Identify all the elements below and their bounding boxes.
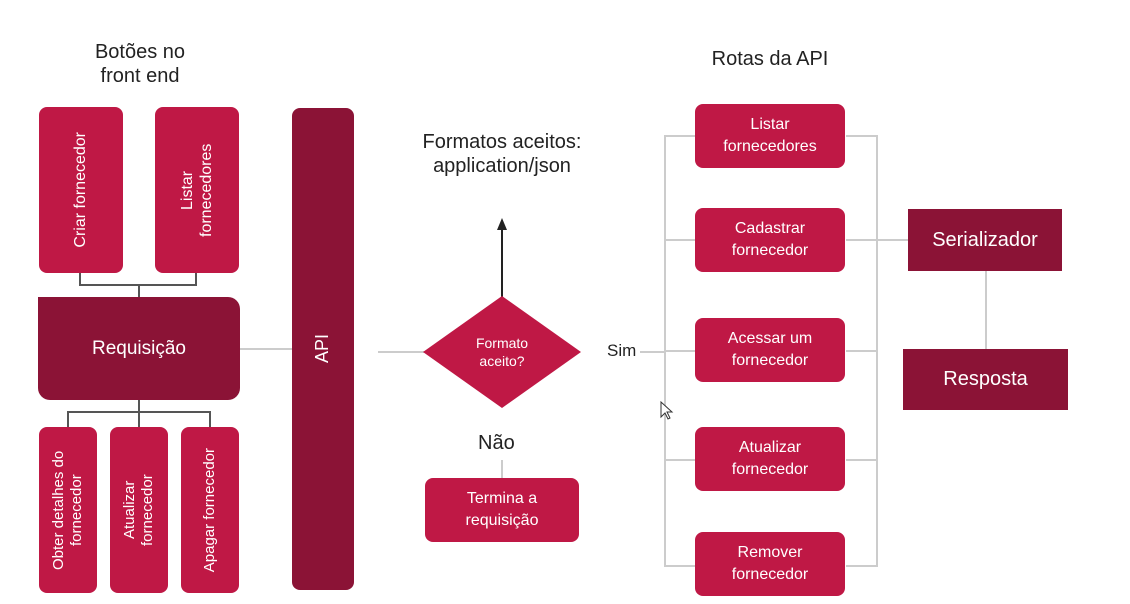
route-get-supplier-label: Acessar um fornecedor bbox=[727, 330, 813, 369]
connector bbox=[240, 348, 292, 350]
route-create-supplier-label: Cadastrar fornecedor bbox=[731, 220, 809, 259]
connector bbox=[67, 411, 69, 427]
connector bbox=[985, 271, 987, 349]
connector bbox=[501, 460, 503, 478]
route-list-suppliers-label: Listar fornecedores bbox=[723, 116, 817, 155]
routes-heading: Rotas da API bbox=[711, 48, 829, 70]
delete-supplier-label: Apagar fornecedor bbox=[201, 447, 218, 573]
formats-heading: Formatos aceitos: application/json bbox=[422, 131, 582, 177]
connector bbox=[195, 273, 197, 285]
connector bbox=[664, 459, 696, 461]
connector bbox=[664, 565, 696, 567]
get-supplier-details-button[interactable]: Obter detalhes do fornecedor bbox=[39, 427, 97, 593]
end-request-box: Termina a requisição bbox=[425, 478, 579, 542]
connector bbox=[846, 239, 878, 241]
connector bbox=[378, 351, 424, 353]
connector bbox=[846, 135, 878, 137]
connector bbox=[846, 459, 878, 461]
create-supplier-label: Criar fornecedor bbox=[72, 132, 90, 248]
connector bbox=[664, 135, 696, 137]
update-supplier-label: Atualizar fornecedor bbox=[121, 474, 156, 546]
connector bbox=[846, 350, 878, 352]
get-supplier-details-label: Obter detalhes do fornecedor bbox=[50, 450, 85, 570]
route-update-supplier[interactable]: Atualizar fornecedor bbox=[695, 427, 845, 491]
route-delete-supplier[interactable]: Remover fornecedor bbox=[695, 532, 845, 596]
frontend-heading: Botões no front end bbox=[94, 41, 186, 87]
connector bbox=[640, 351, 665, 353]
route-update-supplier-label: Atualizar fornecedor bbox=[731, 439, 809, 478]
route-get-supplier[interactable]: Acessar um fornecedor bbox=[695, 318, 845, 382]
decision-label: Formato aceito? bbox=[475, 334, 529, 369]
connector bbox=[664, 239, 696, 241]
connector bbox=[846, 565, 878, 567]
connector bbox=[79, 273, 81, 285]
route-create-supplier[interactable]: Cadastrar fornecedor bbox=[695, 208, 845, 272]
list-suppliers-button[interactable]: Listar fornecedores bbox=[155, 107, 239, 273]
up-arrow bbox=[497, 218, 507, 298]
connector bbox=[138, 400, 140, 412]
end-request-label: Termina a requisição bbox=[465, 490, 539, 529]
connector bbox=[138, 284, 140, 298]
response-label: Resposta bbox=[943, 368, 1028, 390]
cursor-icon bbox=[660, 401, 674, 420]
connector bbox=[664, 350, 696, 352]
route-list-suppliers[interactable]: Listar fornecedores bbox=[695, 104, 845, 168]
connector bbox=[209, 411, 211, 427]
serializer-label: Serializador bbox=[932, 228, 1038, 251]
connector bbox=[878, 239, 908, 241]
delete-supplier-button[interactable]: Apagar fornecedor bbox=[181, 427, 239, 593]
response-box: Resposta bbox=[903, 349, 1068, 410]
api-label: API bbox=[312, 334, 333, 364]
update-supplier-button[interactable]: Atualizar fornecedor bbox=[110, 427, 168, 593]
route-delete-supplier-label: Remover fornecedor bbox=[731, 544, 809, 583]
list-suppliers-label: Listar fornecedores bbox=[178, 143, 215, 237]
create-supplier-button[interactable]: Criar fornecedor bbox=[39, 107, 123, 273]
request-box: Requisição bbox=[38, 297, 240, 400]
decision-diamond bbox=[423, 296, 581, 408]
api-bar: API bbox=[292, 108, 354, 590]
request-label: Requisição bbox=[92, 337, 186, 359]
yes-label: Sim bbox=[607, 341, 637, 360]
no-label: Não bbox=[478, 432, 515, 454]
connector bbox=[138, 411, 140, 427]
serializer-box: Serializador bbox=[908, 209, 1062, 271]
